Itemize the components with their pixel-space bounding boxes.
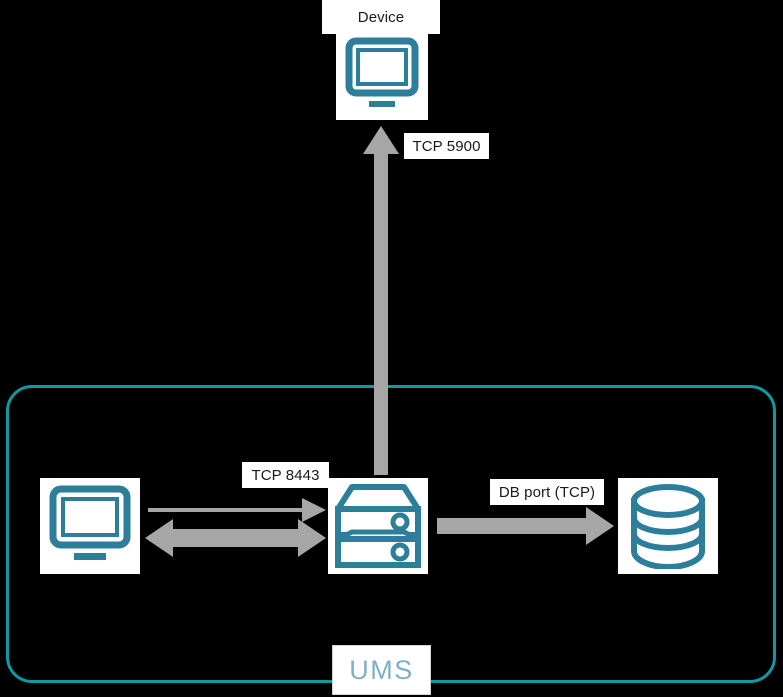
database-icon-plate	[618, 478, 718, 574]
client-icon-plate	[40, 478, 140, 574]
device-icon-plate	[336, 30, 428, 120]
tcp-8443-label-chip: TCP 8443	[242, 462, 329, 488]
server-icon-plate	[328, 478, 428, 574]
db-port-label-chip: DB port (TCP)	[490, 479, 604, 505]
device-label-chip: Device	[322, 0, 440, 34]
tcp-5900-label-chip: TCP 5900	[404, 133, 489, 159]
tcp-5900-label: TCP 5900	[412, 137, 481, 155]
db-port-label: DB port (TCP)	[498, 483, 596, 501]
device-label: Device	[357, 8, 405, 26]
database-icon	[631, 484, 705, 569]
monitor-icon	[49, 485, 131, 560]
tcp-8443-label: TCP 8443	[251, 466, 320, 484]
server-icon	[335, 484, 421, 568]
ums-label-text: UMS	[349, 654, 414, 685]
monitor-icon	[345, 37, 419, 107]
ums-boundary-label: UMS	[332, 645, 431, 695]
